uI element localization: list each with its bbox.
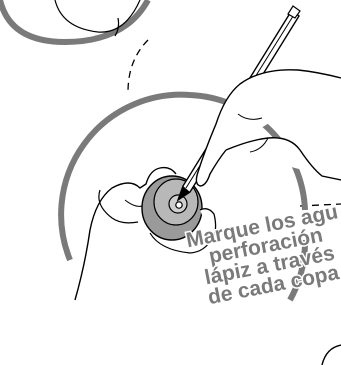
corner-arc [322,345,341,365]
top-detail-circle [0,0,148,42]
dashed-connector [128,40,148,92]
